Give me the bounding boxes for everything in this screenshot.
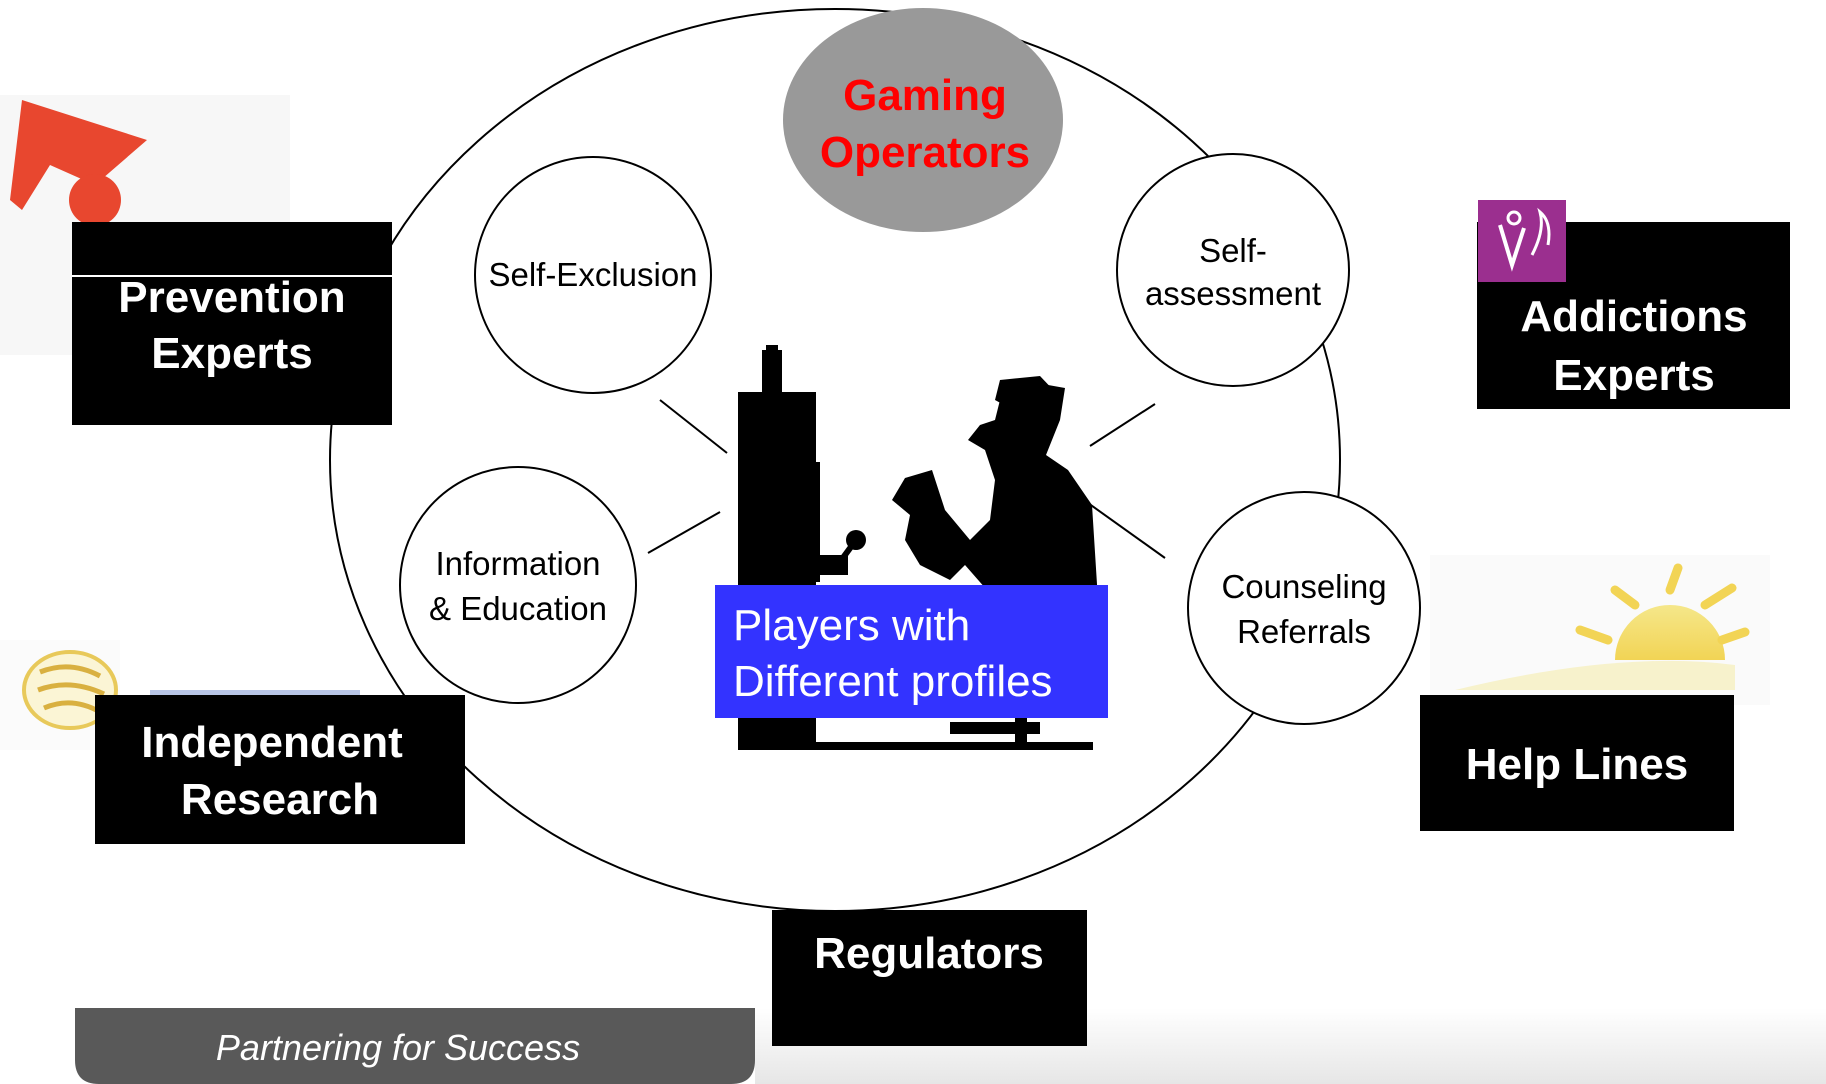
addictions-experts-label-line1: Addictions [1520, 292, 1747, 341]
counseling-label-line1: Counseling [1221, 568, 1386, 605]
self-assessment-node: Self- assessment [1116, 153, 1350, 387]
prevention-experts-box: Prevention Experts [72, 222, 392, 425]
regulators-label: Regulators [814, 929, 1044, 978]
counseling-label-line2: Referrals [1237, 613, 1371, 650]
regulators-box: Regulators [772, 910, 1087, 1046]
independent-research-label-line2: Research [181, 775, 379, 824]
footer-tagline: Partnering for Success [216, 1027, 580, 1068]
gaming-operators-label-line1: Gaming [843, 71, 1007, 120]
gaming-operators-node: Gaming Operators [783, 8, 1063, 232]
independent-research-label-line1: Independent [141, 718, 403, 767]
self-assessment-label-line2: assessment [1145, 275, 1321, 312]
self-exclusion-label: Self-Exclusion [488, 256, 697, 293]
information-node: Information & Education [399, 466, 637, 704]
players-label-line2: Different profiles [733, 657, 1053, 706]
independent-research-box: Independent Research [95, 695, 465, 844]
information-label-line1: Information [435, 545, 600, 582]
sunrise-logo [1430, 555, 1770, 705]
addictions-experts-label-line2: Experts [1553, 351, 1714, 400]
gaming-operators-label-line2: Operators [820, 128, 1030, 177]
prevention-experts-label-line2: Experts [151, 329, 312, 378]
connector-lines [647, 399, 1166, 559]
players-box: Players with Different profiles [715, 585, 1108, 718]
information-label-line2: & Education [429, 590, 607, 627]
addictions-experts-box: Addictions Experts [1477, 200, 1790, 409]
self-assessment-label-line1: Self- [1199, 232, 1267, 269]
research-logo [0, 640, 360, 750]
counseling-node: Counseling Referrals [1187, 491, 1421, 725]
self-exclusion-node: Self-Exclusion [474, 156, 712, 394]
players-label-line1: Players with [733, 601, 970, 650]
prevention-experts-label-line1: Prevention [118, 273, 345, 322]
help-lines-box: Help Lines [1420, 695, 1734, 831]
help-lines-label: Help Lines [1466, 740, 1689, 789]
